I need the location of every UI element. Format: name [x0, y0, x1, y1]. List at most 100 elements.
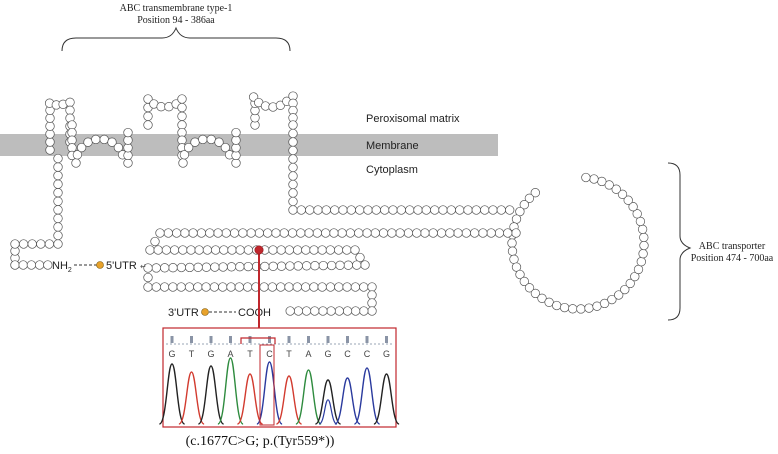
- mutation-bracket: [240, 337, 276, 344]
- residue: [177, 94, 187, 104]
- residue: [43, 260, 53, 270]
- five-prime-utr-label: 5'UTR: [106, 260, 137, 272]
- residue: [201, 282, 211, 292]
- trace-peak: [236, 373, 264, 425]
- residue: [507, 246, 518, 256]
- residue: [343, 260, 353, 270]
- residue: [355, 205, 365, 215]
- residue: [260, 261, 270, 272]
- residue: [317, 282, 327, 292]
- residue: [44, 239, 55, 249]
- residue: [242, 282, 253, 292]
- mutation-highlight-box: [259, 344, 275, 426]
- residue: [190, 137, 200, 147]
- trace-peak: [314, 379, 342, 425]
- residue: [218, 262, 228, 272]
- residue: [45, 121, 55, 131]
- residue: [359, 282, 369, 292]
- residue: [325, 245, 336, 255]
- residue: [611, 184, 621, 194]
- residue: [284, 245, 295, 255]
- residue: [597, 176, 607, 187]
- residue: [293, 261, 303, 271]
- residue: [288, 188, 298, 198]
- transporter-domain-brace: [667, 162, 692, 321]
- residue: [305, 205, 315, 215]
- residue: [342, 306, 353, 316]
- residue: [287, 228, 298, 238]
- residue: [511, 214, 522, 224]
- base-call: A: [227, 349, 233, 359]
- residue: [430, 205, 440, 215]
- residue: [160, 263, 170, 273]
- residue: [309, 282, 319, 292]
- residue: [163, 228, 173, 238]
- residue: [276, 245, 286, 255]
- base-call: G: [383, 349, 390, 359]
- residue: [436, 228, 447, 238]
- residue: [194, 245, 204, 255]
- residue: [243, 261, 253, 272]
- residue: [209, 282, 220, 292]
- residue: [317, 245, 327, 255]
- residue: [76, 142, 87, 153]
- residue: [396, 205, 406, 215]
- base-call: A: [305, 349, 311, 359]
- residue: [288, 120, 298, 130]
- residue: [271, 228, 281, 238]
- residue: [350, 282, 361, 292]
- residue: [334, 282, 344, 292]
- residue: [420, 228, 430, 238]
- residue: [509, 254, 519, 264]
- cytoplasm-label: Cytoplasm: [366, 164, 418, 176]
- residue: [143, 263, 153, 273]
- residue: [461, 228, 471, 238]
- residue: [625, 278, 635, 289]
- residue: [18, 239, 29, 249]
- base-call: C: [266, 349, 273, 359]
- residue: [380, 205, 390, 215]
- base-quality-tick: [190, 336, 193, 343]
- trace-peak: [256, 361, 283, 425]
- residue: [53, 188, 63, 198]
- residue: [45, 137, 55, 147]
- residue: [262, 228, 273, 238]
- residue: [268, 245, 278, 255]
- residue: [113, 142, 124, 153]
- residue: [576, 304, 586, 314]
- residue: [219, 245, 229, 255]
- base-quality-tick: [209, 336, 213, 343]
- residue: [378, 228, 389, 238]
- residue: [288, 196, 298, 207]
- residue: [183, 142, 194, 153]
- residue: [503, 228, 513, 238]
- residue: [205, 228, 215, 238]
- residue: [486, 228, 496, 238]
- base-quality-tick: [287, 336, 291, 343]
- residue: [453, 228, 463, 238]
- residue: [367, 306, 377, 316]
- residue: [318, 260, 328, 271]
- residue: [227, 245, 237, 255]
- base-call: T: [286, 349, 292, 359]
- residue: [229, 228, 240, 238]
- residue: [202, 245, 213, 255]
- residue: [342, 245, 352, 255]
- residue: [91, 134, 101, 145]
- residue: [107, 137, 117, 147]
- residue: [185, 262, 195, 273]
- residue: [184, 282, 195, 292]
- residue: [552, 300, 562, 311]
- base-quality-tick: [307, 336, 310, 343]
- residue: [530, 288, 541, 299]
- base-quality-tick: [268, 336, 271, 343]
- trace-peak: [178, 371, 205, 425]
- residue: [284, 282, 294, 292]
- residue: [505, 205, 515, 215]
- residue: [524, 193, 535, 203]
- trace-peak: [334, 377, 361, 425]
- residue: [45, 113, 55, 123]
- residue: [320, 228, 331, 238]
- residue: [292, 245, 303, 255]
